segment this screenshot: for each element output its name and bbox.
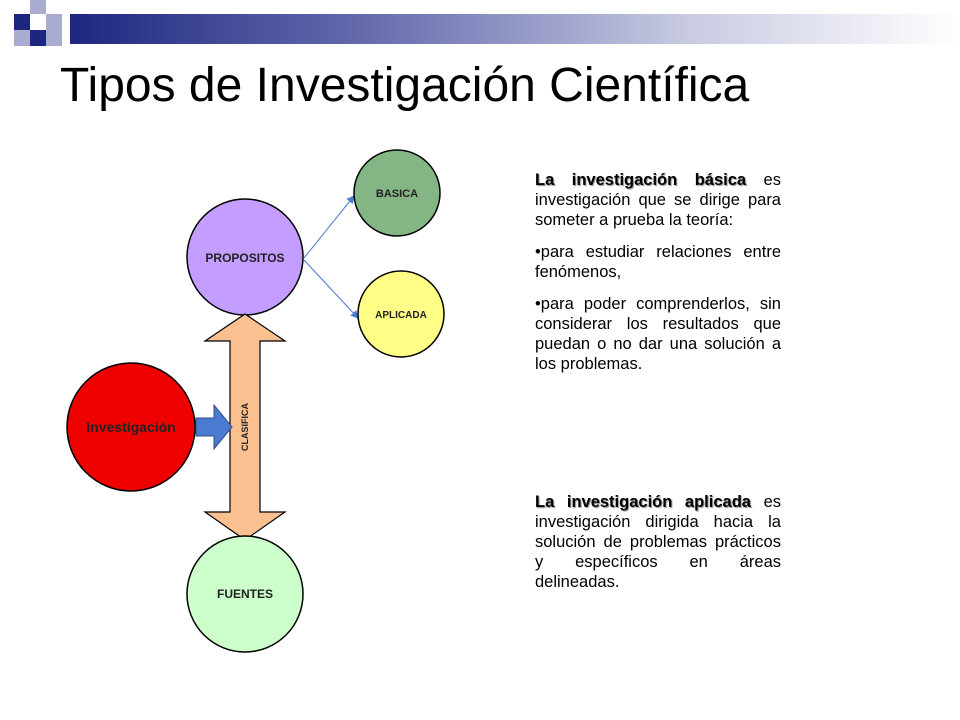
node-fuentes: FUENTES [186,535,304,653]
header-square-light [46,30,62,46]
basica-bullet-2: •para poder comprenderlos, sin considera… [535,295,781,373]
clasifica-label: CLASIFICA [240,403,250,451]
node-propositos: PROPOSITOS [186,198,304,316]
node-fuentes-label: FUENTES [217,587,273,601]
basica-bullet-1: •para estudiar relaciones entre fenómeno… [535,243,781,281]
node-basica-label: BASICA [376,188,418,200]
node-aplicada: APLICADA [357,270,445,358]
connector-to-basica [303,195,355,259]
aplicada-description: La investigación aplicada es investigaci… [535,492,781,604]
node-propositos-label: PROPOSITOS [205,251,284,265]
header-gradient-band [70,14,960,44]
aplicada-paragraph: La investigación aplicada es investigaci… [535,492,781,592]
header-square-light [14,30,30,46]
header-square-light [46,14,62,30]
basica-definition: es investigación que se dirige para some… [535,171,781,229]
slide-title: Tipos de Investigación Científica [60,59,750,112]
aplicada-definition: es investigación dirigida hacia la soluc… [535,493,782,591]
block-arrow-icon [195,403,233,451]
basica-paragraph: La investigación básica es investigación… [535,170,781,230]
aplicada-term: La investigación aplicada [535,493,751,511]
header-square-dark [30,30,46,46]
header-square-dark [14,14,30,30]
node-basica: BASICA [353,149,441,237]
connector-to-aplicada [303,259,359,319]
node-investigacion: Investigación [66,362,196,492]
node-aplicada-label: APLICADA [375,310,427,321]
basica-description: La investigación básica es investigación… [535,170,781,386]
node-investigacion-label: Investigación [86,419,175,435]
header-square-light [30,0,46,14]
basica-term: La investigación básica [535,171,747,189]
